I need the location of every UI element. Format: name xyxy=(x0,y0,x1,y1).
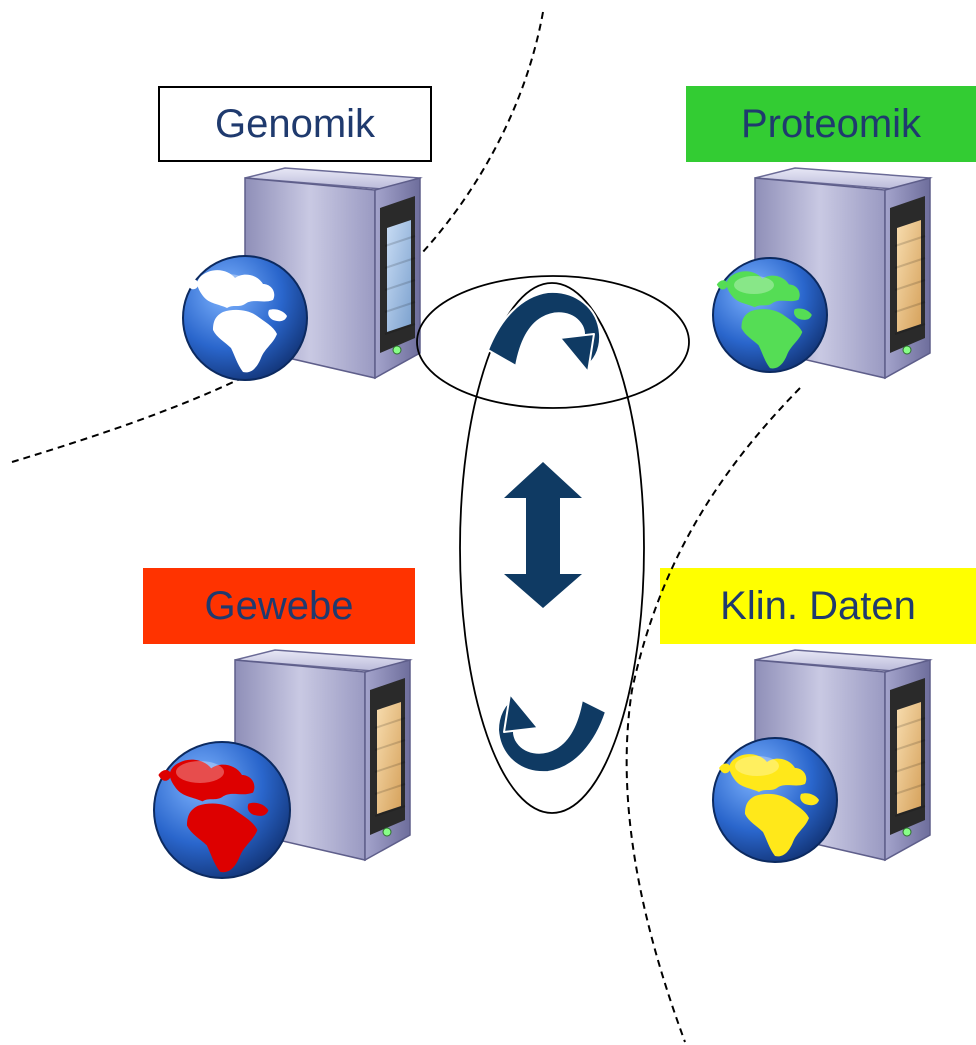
separator-curve-right xyxy=(625,387,801,1043)
genomik-label-text: Genomik xyxy=(214,101,376,146)
server-globe-icon xyxy=(244,167,421,379)
server-globe-icon xyxy=(234,649,411,861)
curved-arrow-bottom-icon xyxy=(497,693,607,774)
gewebe-label: Gewebe xyxy=(143,568,415,644)
klin-label: Klin. Daten xyxy=(660,568,976,644)
separator-curve-top-left xyxy=(11,11,544,463)
vertical-ellipse xyxy=(459,282,645,814)
globe-icon xyxy=(182,255,308,381)
proteomik-label: Proteomik xyxy=(686,86,976,162)
globe-icon xyxy=(153,741,291,879)
klin-label-text: Klin. Daten xyxy=(720,583,916,628)
double-vertical-arrow-icon xyxy=(504,462,582,608)
horizontal-ellipse xyxy=(416,275,690,409)
server-globe-icon xyxy=(754,167,931,379)
genomik-label: Genomik xyxy=(158,86,432,162)
proteomik-label-text: Proteomik xyxy=(740,101,922,146)
globe-icon xyxy=(712,257,828,373)
globe-icon xyxy=(712,737,838,863)
server-globe-icon xyxy=(754,649,931,861)
curved-arrow-top-icon xyxy=(487,290,602,373)
gewebe-label-text: Gewebe xyxy=(204,583,354,628)
